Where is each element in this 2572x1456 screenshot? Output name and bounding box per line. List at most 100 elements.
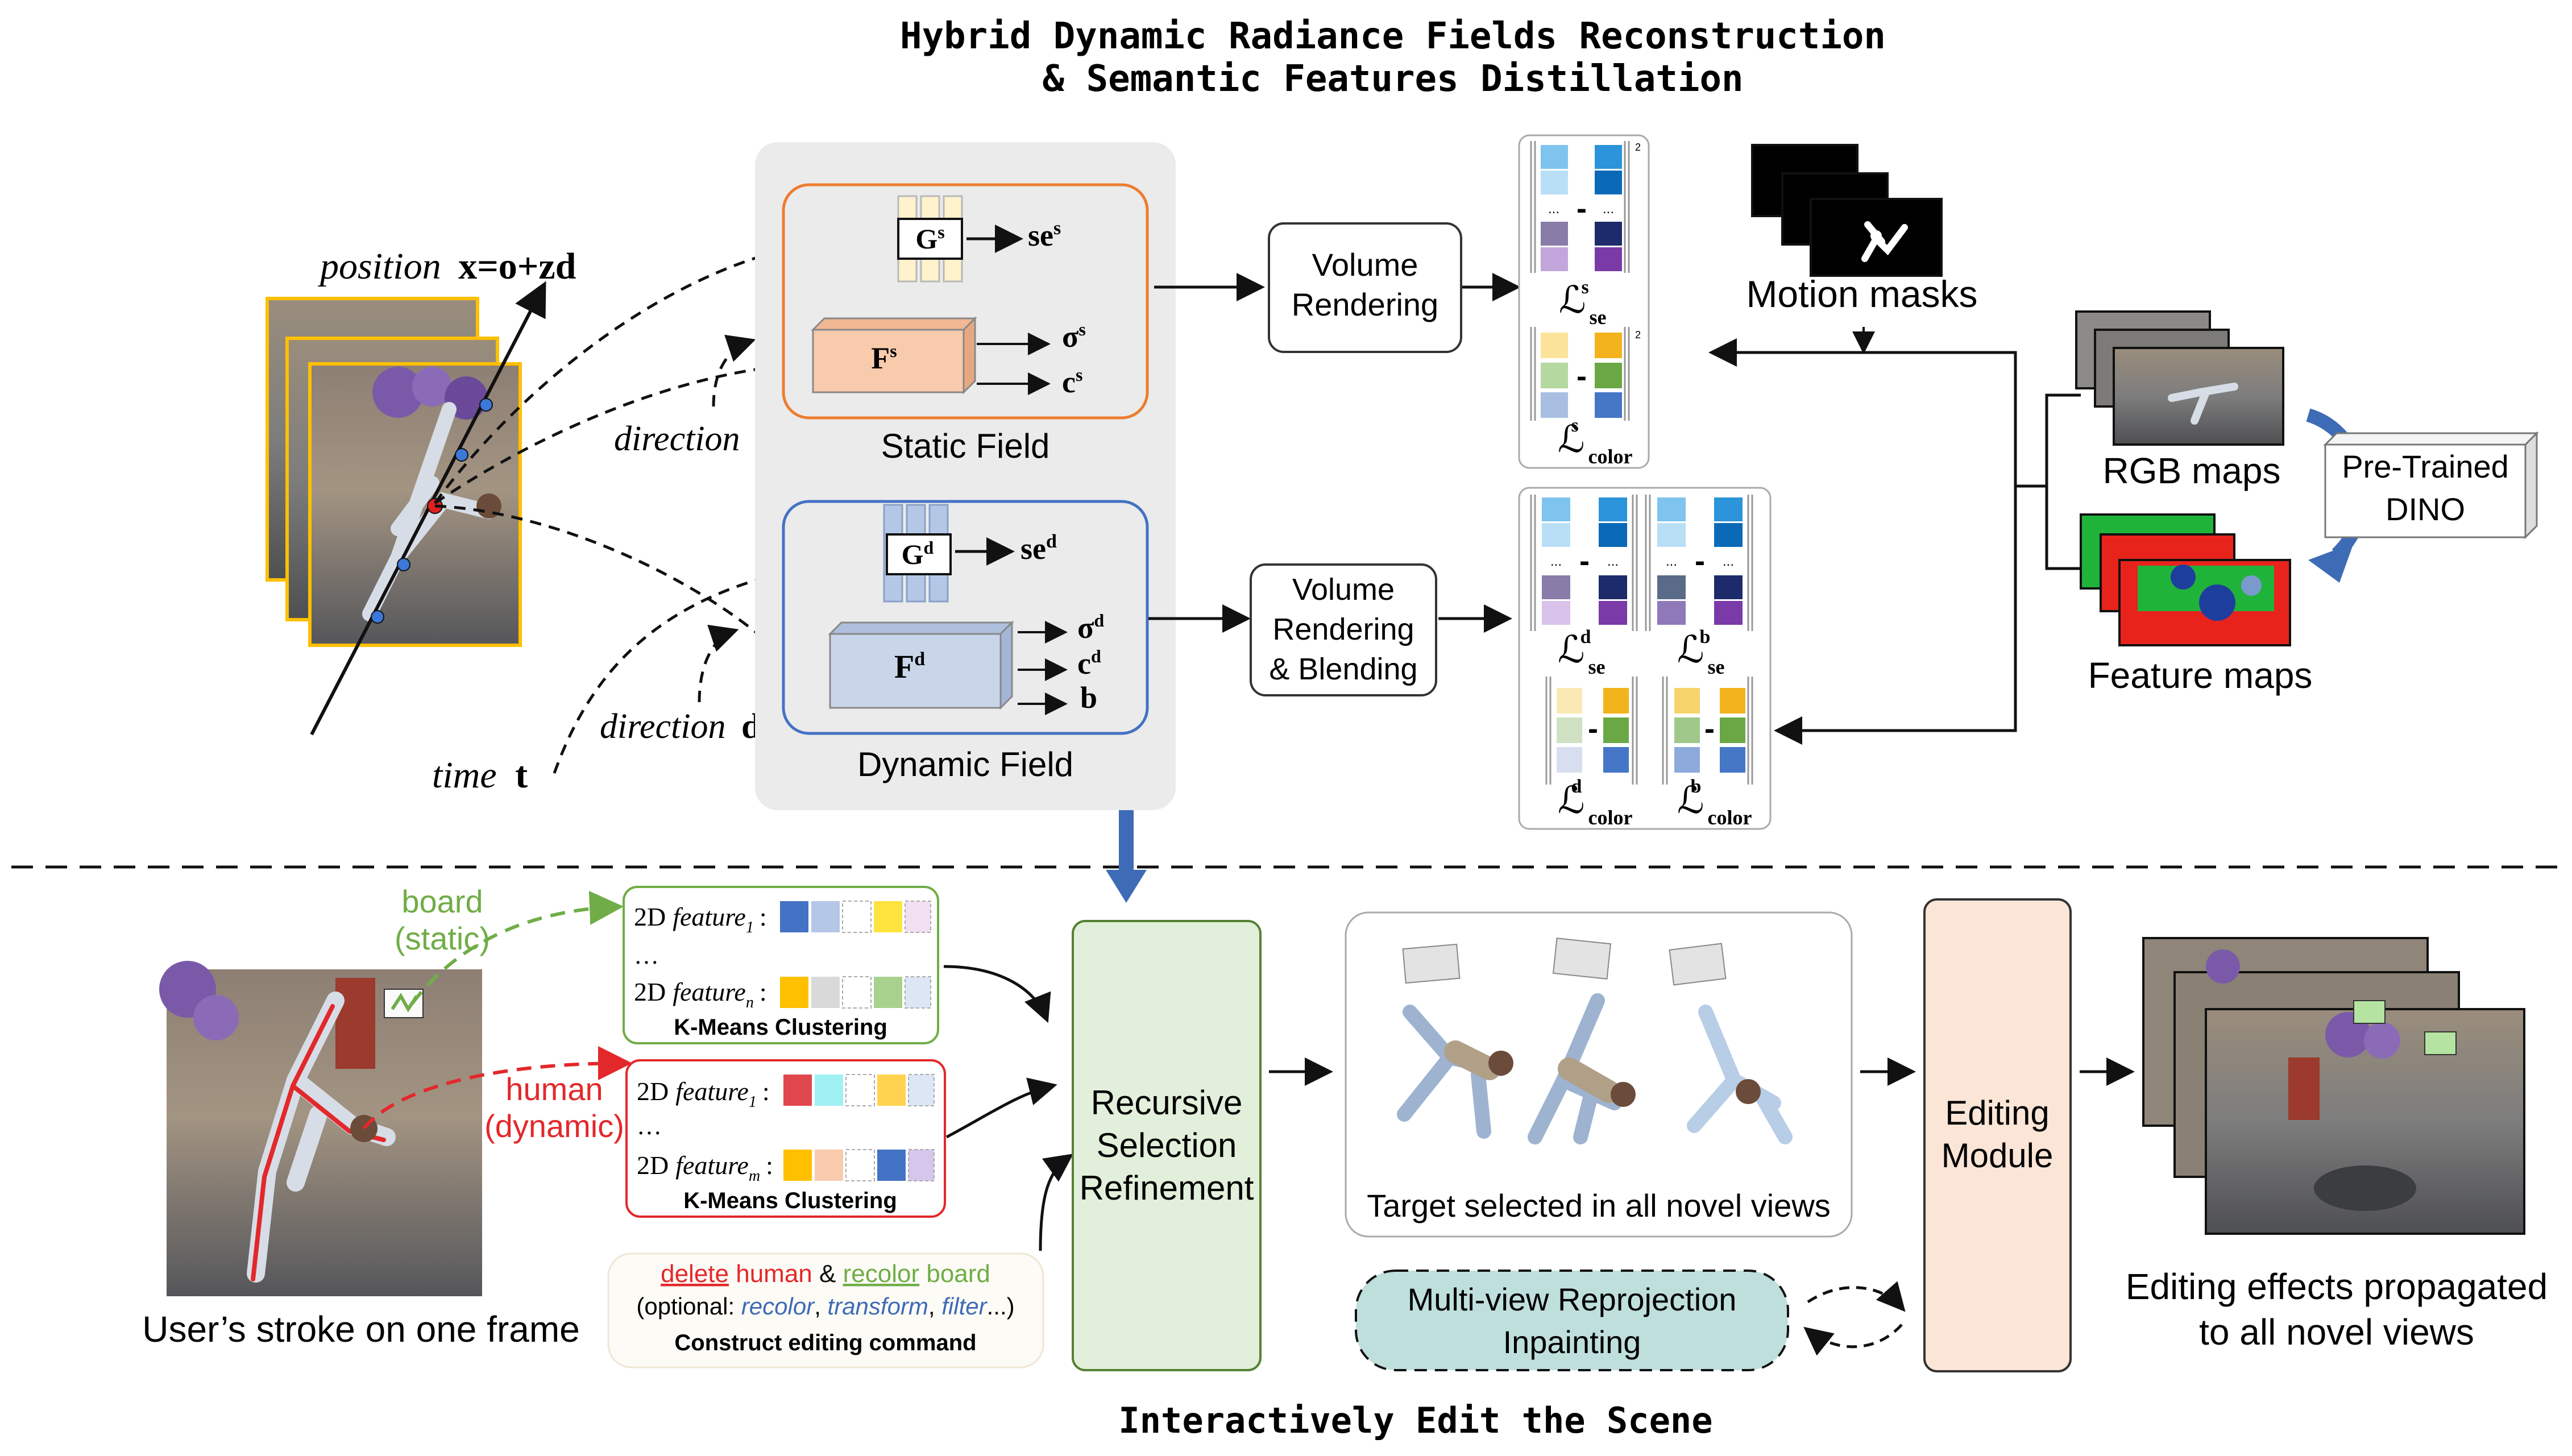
target-selected-caption: Target selected in all novel views xyxy=(1367,1188,1831,1223)
board-ellipsis: … xyxy=(634,941,659,969)
dynamic-se-output: sed xyxy=(1020,531,1057,566)
dynamic-loss-panel xyxy=(1518,487,1772,830)
ray-sample-point xyxy=(479,398,493,412)
motion-mask-stack xyxy=(1751,144,1943,277)
effects-caption-line2: to all novel views xyxy=(2199,1312,2474,1353)
editing-command-line2: (optional: recolor, transform, filter...… xyxy=(636,1293,1014,1320)
human-ellipsis: … xyxy=(637,1112,662,1140)
dino-flow-arrowhead xyxy=(2308,543,2354,583)
human-cluster-colors-m xyxy=(783,1149,935,1181)
human-cluster-colors-1 xyxy=(783,1074,935,1106)
editing-module-line2: Module xyxy=(1942,1136,2054,1175)
svg-text:...: ... xyxy=(1548,201,1559,217)
volume-rendering-static xyxy=(1268,222,1462,353)
editing-module-box xyxy=(1923,898,2072,1372)
inpainting-box xyxy=(1355,1270,1789,1371)
rgb-maps-label: RGB maps xyxy=(2103,450,2281,491)
editing-command-box xyxy=(607,1252,1044,1368)
svg-text:2: 2 xyxy=(1635,142,1641,153)
motion-masks-label: Motion masks xyxy=(1746,273,1977,315)
svg-text:...: ... xyxy=(1550,554,1562,569)
static-color-output: cs xyxy=(1062,364,1082,399)
edited-output-frames xyxy=(2142,937,2525,1235)
dynamic-color-loss-swatches-b: - xyxy=(1662,677,1753,785)
svg-text:-: - xyxy=(1577,359,1587,393)
static-grid-label: Gs xyxy=(915,222,944,255)
bottom-title: Interactively Edit the Scene xyxy=(1118,1400,1712,1441)
human-dashed-arrow xyxy=(362,1046,632,1130)
rgb-map-stack xyxy=(2075,310,2284,446)
dynamic-grid-encoder xyxy=(883,504,952,603)
svg-text:-: - xyxy=(1695,544,1705,578)
board-dashed-arrow xyxy=(410,890,624,1005)
static-se-output: ses xyxy=(1028,218,1061,252)
ray-sample-point xyxy=(397,558,410,571)
human-label-line1: human xyxy=(505,1071,603,1107)
feature-map-stack xyxy=(2080,513,2291,646)
recursive-line2: Selection xyxy=(1097,1126,1237,1164)
ray-sample-point xyxy=(371,610,384,624)
dynamic-mlp-label: Fd xyxy=(894,648,925,685)
direction-label-static: direction d xyxy=(614,420,775,458)
camera-ray xyxy=(310,281,546,736)
board-cluster-colors-n xyxy=(780,976,931,1009)
dynamic-se-loss-swatches-b: ... ... - xyxy=(1645,495,1753,631)
editing-command-line1: delete human & recolor board xyxy=(661,1260,990,1288)
dynamic-field-label: Dynamic Field xyxy=(857,745,1073,783)
volume-rendering-static-l2: Rendering xyxy=(1292,287,1438,322)
static-sigma-output: σs xyxy=(1062,319,1086,354)
dino-label-line1: Pre-Trained xyxy=(2342,449,2509,484)
board-label-line2: (static) xyxy=(395,920,490,956)
dynamic-mlp xyxy=(828,620,1014,710)
board-label-line1: board xyxy=(401,883,483,919)
effects-caption-line1: Editing effects propagated xyxy=(2126,1266,2548,1307)
top-title-line2: & Semantic Features Distillation xyxy=(1043,58,1744,100)
dynamic-blend-output: b xyxy=(1080,681,1097,715)
dynamic-color-output: cd xyxy=(1077,646,1101,681)
dynamic-grid-label: Gd xyxy=(902,537,934,570)
human-label-line2: (dynamic) xyxy=(484,1108,624,1144)
volume-rendering-dynamic-l3: & Blending xyxy=(1269,652,1417,686)
stroke-caption: User’s stroke on one frame xyxy=(142,1309,580,1350)
svg-text:-: - xyxy=(1704,712,1715,746)
time-label: time t xyxy=(432,754,528,796)
volume-rendering-dynamic-l2: Rendering xyxy=(1272,612,1414,646)
editing-command-caption: Construct editing command xyxy=(674,1330,976,1355)
svg-text:-: - xyxy=(1579,544,1590,578)
blue-down-arrow-head xyxy=(1106,870,1147,903)
dynamic-sigma-output: σd xyxy=(1077,610,1104,645)
svg-text:-: - xyxy=(1577,192,1587,226)
kmeans-human-caption: K-Means Clustering xyxy=(683,1188,897,1213)
volume-rendering-dynamic xyxy=(1250,563,1437,696)
position-label: position x=o+zd xyxy=(318,246,576,287)
svg-text:...: ... xyxy=(1607,554,1619,569)
static-field-label: Static Field xyxy=(881,427,1050,465)
static-mlp-label: Fs xyxy=(871,341,897,375)
static-se-loss-swatches: ... ... - 2 xyxy=(1530,141,1641,273)
user-stroke-frame xyxy=(159,961,482,1296)
dino-box xyxy=(2323,431,2539,540)
static-color-loss-swatches: - 2 xyxy=(1530,327,1641,421)
svg-text:...: ... xyxy=(1666,554,1677,569)
recursive-selection-box xyxy=(1072,920,1262,1371)
recursive-line1: Recursive xyxy=(1091,1084,1243,1122)
board-cluster-colors-1 xyxy=(780,901,931,933)
kmeans-board-caption: K-Means Clustering xyxy=(674,1015,887,1040)
feature-maps-label: Feature maps xyxy=(2088,655,2313,696)
direction-label-dynamic: direction d xyxy=(600,707,761,746)
target-views xyxy=(1397,938,1793,1144)
ray-sample-point xyxy=(455,448,468,462)
static-mlp xyxy=(811,316,977,395)
svg-text:-: - xyxy=(1588,712,1598,746)
dino-label-line2: DINO xyxy=(2386,491,2465,527)
